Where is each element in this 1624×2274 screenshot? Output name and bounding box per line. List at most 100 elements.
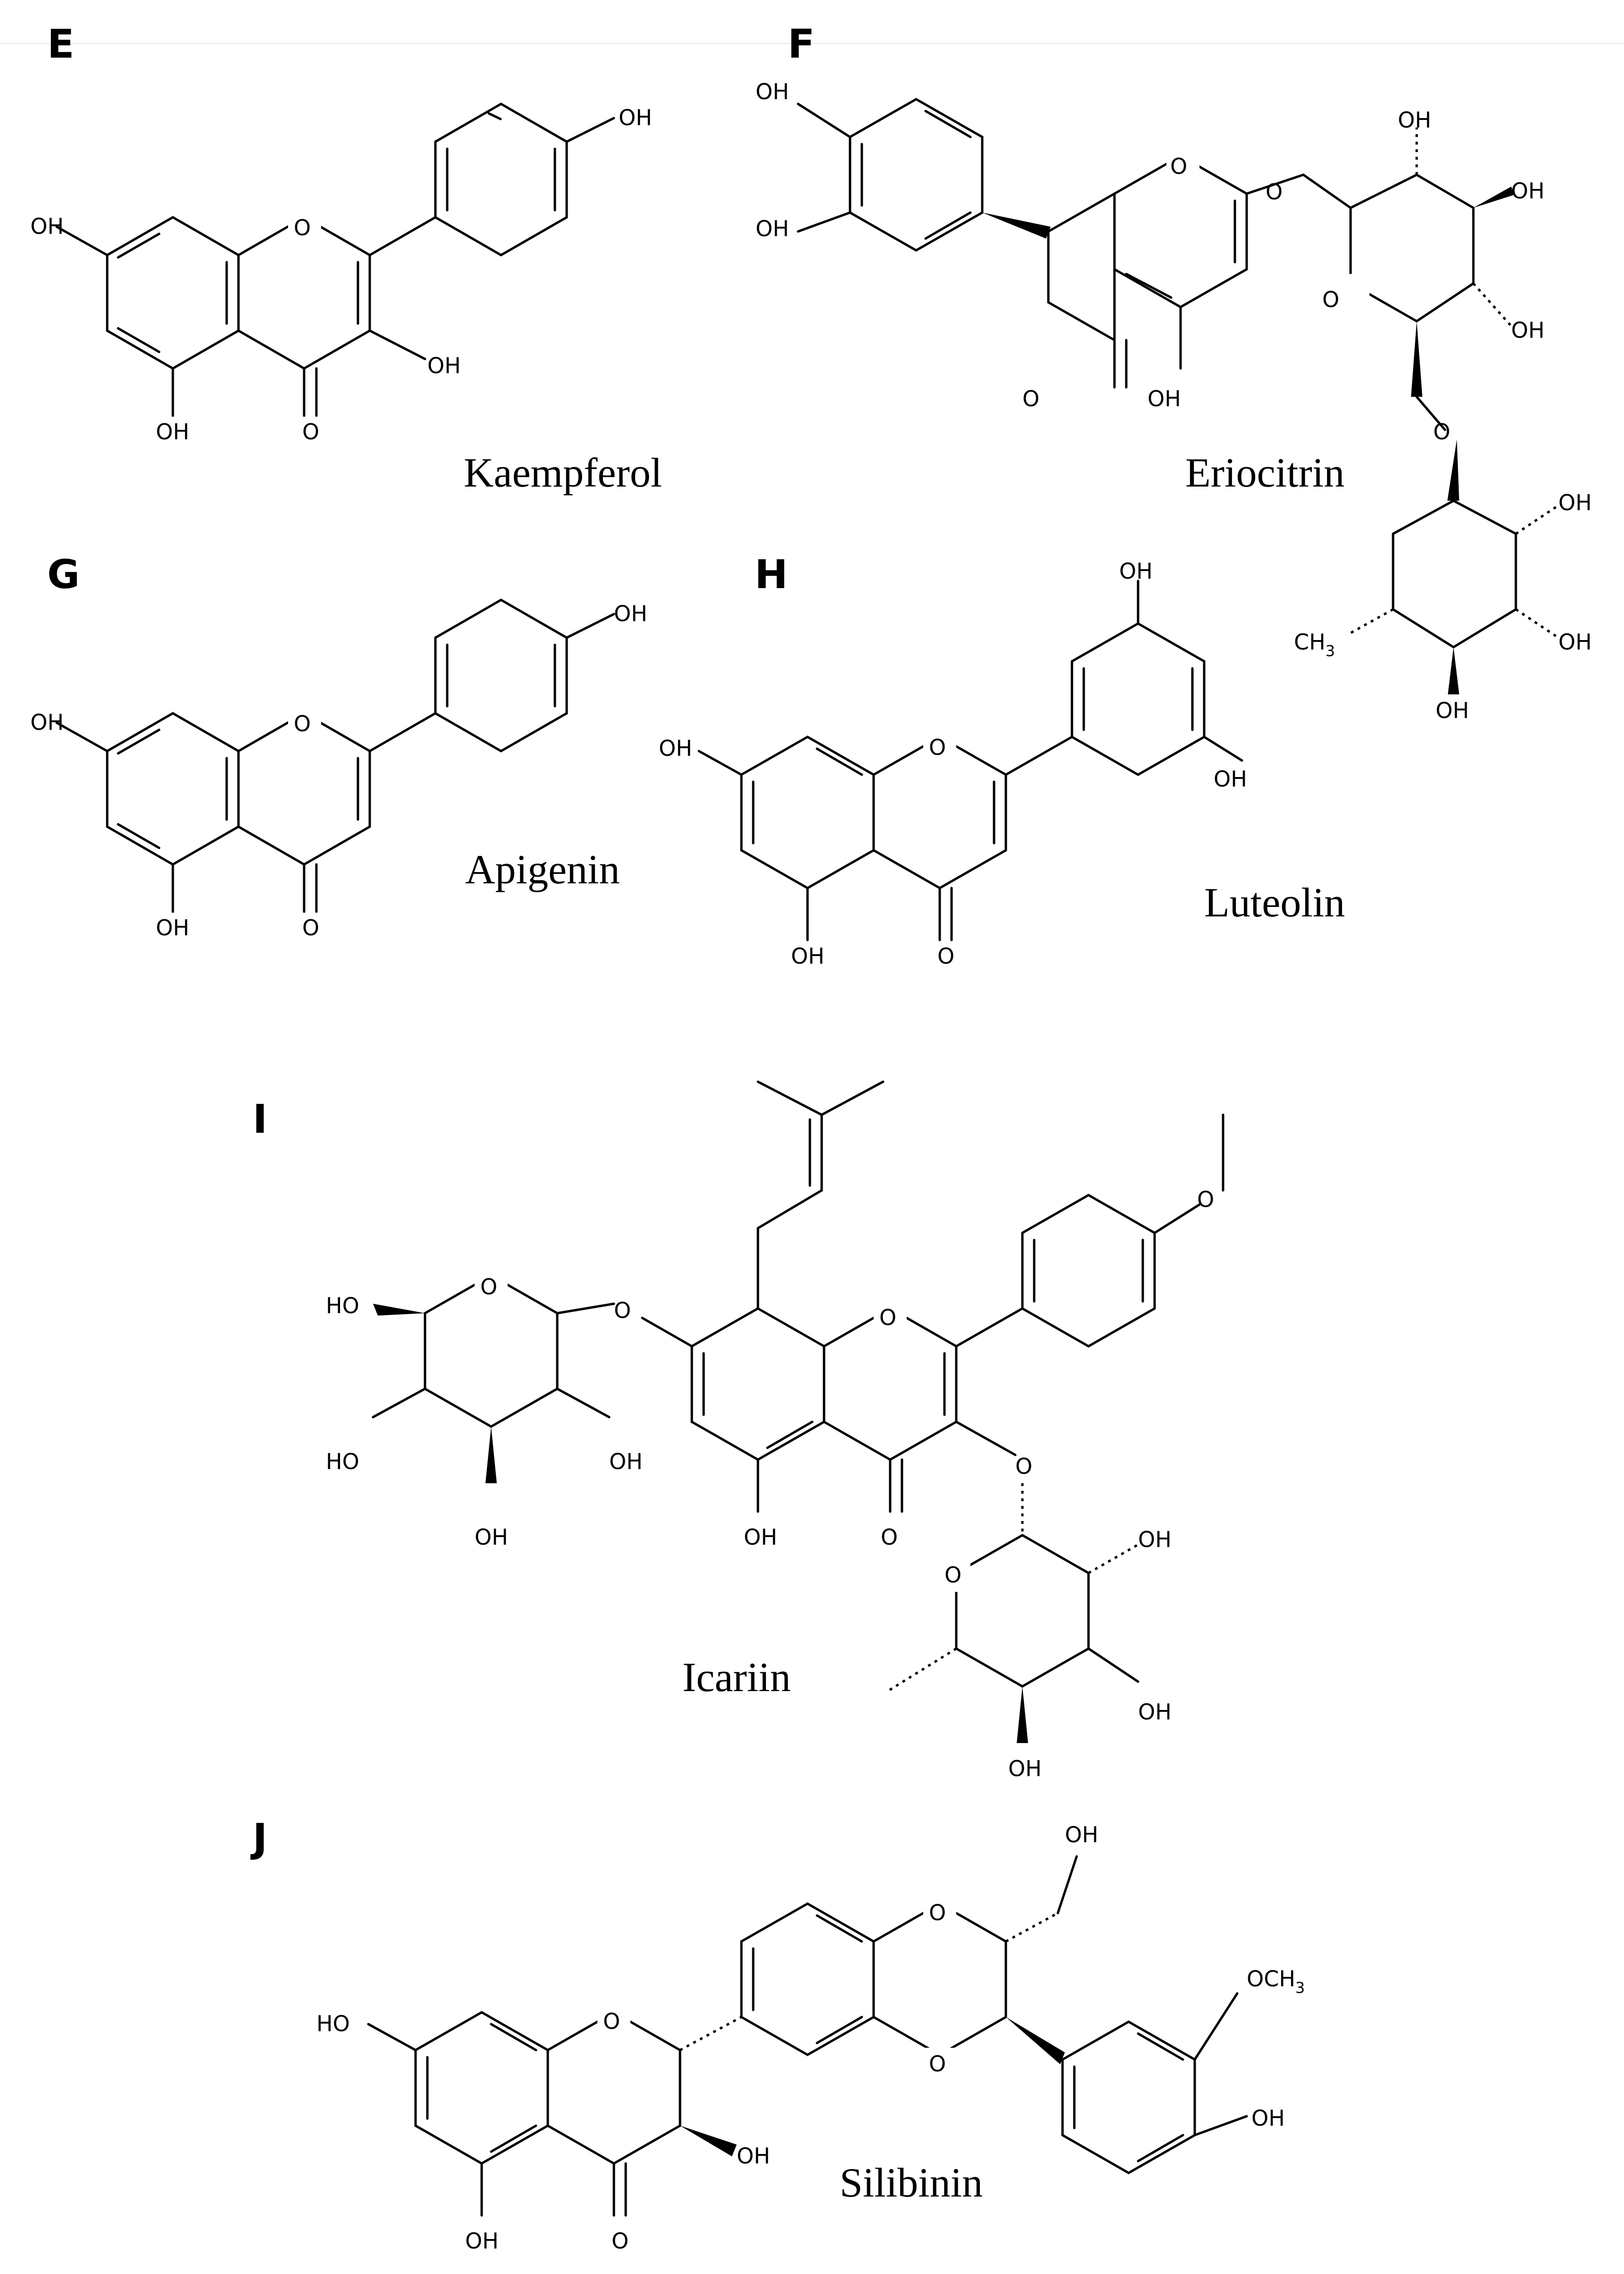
atom-oh: OH <box>659 735 692 761</box>
hash-bond <box>887 1647 957 1693</box>
double-bond <box>816 2016 863 2044</box>
atom-ho: HO <box>326 1293 359 1318</box>
atom-mask <box>923 1897 956 1925</box>
atom-oh: OH <box>1511 178 1545 204</box>
panel-letter-e: E <box>47 21 74 67</box>
atom-oh: OH <box>1558 629 1592 655</box>
bond <box>55 225 109 256</box>
structure-eriocitrin: O O O O OH OH O OH OH OH OH OH OH OH CH3 <box>756 79 1592 723</box>
wedge-bond <box>373 1304 425 1316</box>
kaempferol-bonds <box>55 103 615 417</box>
hash-bond <box>1515 608 1559 639</box>
atom-mask <box>1166 151 1199 180</box>
bond <box>1087 1647 1139 1683</box>
atom-oh: OH <box>475 1524 508 1550</box>
hash-bond <box>1472 282 1512 327</box>
wedge-bond <box>680 2126 737 2156</box>
atom-oh: OH <box>1558 490 1592 515</box>
bond <box>797 211 851 233</box>
double-bond <box>490 2023 537 2052</box>
bond <box>955 1420 1017 1456</box>
atom-oh: OH <box>791 943 825 969</box>
atom-oh: OH <box>1398 107 1431 133</box>
atom-oh: OH <box>1065 1822 1098 1847</box>
bond <box>1004 735 1073 776</box>
atom-o: O <box>1170 154 1187 179</box>
double-bond <box>117 823 161 849</box>
atom-ch3: CH3 <box>1294 629 1335 660</box>
atom-oh: OH <box>30 214 64 239</box>
structure-apigenin: O OH OH OH O <box>30 598 647 940</box>
panel-letter-g: G <box>47 551 80 598</box>
bond <box>1153 1203 1201 1234</box>
atom-oh: OH <box>1138 1699 1172 1725</box>
bond <box>546 2124 615 2165</box>
double-bond <box>816 747 863 776</box>
bond <box>55 721 109 752</box>
atom-o: O <box>1433 419 1450 445</box>
ring-b <box>1071 622 1206 776</box>
bond <box>237 329 306 370</box>
bond <box>368 712 437 752</box>
atom-oh: OH <box>1119 558 1153 584</box>
atom-oh: OH <box>737 2143 770 2169</box>
atom-och3: OCH3 <box>1247 1966 1305 1997</box>
bond <box>303 825 371 866</box>
double-bond <box>490 2124 537 2153</box>
och3-subscript: 3 <box>1295 1979 1305 1997</box>
atom-ho: HO <box>316 2011 350 2036</box>
luteolin-bonds <box>697 580 1243 941</box>
bond <box>372 1387 426 1419</box>
bond <box>367 2023 417 2052</box>
bond <box>955 1307 1024 1348</box>
wedge-bond <box>982 213 1051 239</box>
compound-name-eriocitrin: Eriocitrin <box>1185 450 1344 496</box>
double-bond <box>924 211 972 240</box>
double-bond <box>924 110 972 138</box>
atom-o: O <box>480 1274 497 1299</box>
ch3-main: CH <box>1294 629 1326 655</box>
bond <box>1056 1855 1078 1915</box>
atom-o: O <box>1197 1187 1214 1212</box>
atom-o: O <box>302 419 319 445</box>
compound-name-silibinin: Silibinin <box>840 2160 983 2206</box>
bond <box>797 103 851 138</box>
atom-oh: OH <box>1511 317 1545 343</box>
bond <box>1193 1992 1239 2061</box>
atom-mask <box>288 213 321 241</box>
double-bond <box>1137 2134 1184 2163</box>
bond <box>757 1189 823 1230</box>
panel-letter-h: H <box>755 551 788 598</box>
atom-o: O <box>302 915 319 940</box>
atom-oh: OH <box>156 915 189 940</box>
bond <box>757 1080 823 1116</box>
double-bond <box>117 728 161 755</box>
panel-letter-j: J <box>250 1815 267 1861</box>
double-bond <box>1125 273 1173 299</box>
panel-letter-f: F <box>788 21 815 67</box>
atom-o: O <box>929 735 946 760</box>
structure-silibinin: O O O OH OCH3 OH HO OH OH O <box>316 1822 1305 2254</box>
atom-mask <box>597 2005 630 2034</box>
double-bond <box>816 1914 863 1943</box>
atom-o: O <box>944 1562 961 1588</box>
panel-letter-i: I <box>253 1096 267 1142</box>
bond <box>1047 192 1116 233</box>
compound-name-luteolin: Luteolin <box>1204 880 1345 926</box>
atom-oh: OH <box>1436 698 1469 723</box>
bond <box>641 1317 693 1348</box>
atom-o: O <box>294 215 311 240</box>
compound-name-apigenin: Apigenin <box>465 847 620 893</box>
structure-icariin: O O O O O O HO HO OH OH OH O OH OH OH <box>326 1080 1224 1781</box>
atom-oh: OH <box>609 1449 643 1474</box>
double-bond <box>766 1420 814 1449</box>
bond <box>565 117 615 143</box>
structure-luteolin: O OH OH OH OH O <box>659 558 1247 969</box>
bond <box>1415 395 1446 431</box>
wedge-bond <box>1017 1686 1028 1743</box>
bond <box>823 1420 892 1461</box>
atom-mask <box>1341 274 1369 302</box>
double-bond <box>117 232 161 259</box>
